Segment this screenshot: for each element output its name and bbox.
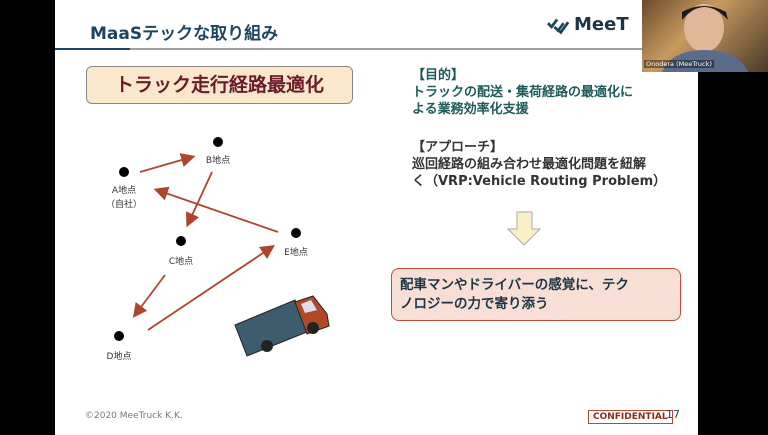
person-silhouette-icon bbox=[662, 4, 748, 72]
point-a bbox=[119, 167, 129, 177]
slide: MaaSテックな取り組み MeeT トラック走行経路最適化 A地点 （自社） B… bbox=[55, 0, 698, 435]
goal-label: 【目的】 bbox=[412, 68, 465, 83]
approach-section: 【アプローチ】 巡回経路の組み合わせ最適化問題を紐解 く（VRP:Vehicle… bbox=[412, 139, 666, 190]
arrow-a-b bbox=[139, 153, 196, 173]
truck-illustration bbox=[234, 295, 330, 357]
participant-video[interactable]: Onodera (MeeTruck) bbox=[642, 0, 768, 72]
point-b bbox=[213, 137, 223, 147]
point-d bbox=[114, 331, 124, 341]
point-c bbox=[176, 236, 186, 246]
participant-name: Onodera (MeeTruck) bbox=[644, 60, 714, 68]
approach-label: 【アプローチ】 bbox=[412, 140, 504, 155]
goal-line: トラックの配送・集荷経路の最適化に bbox=[412, 85, 634, 100]
route-diagram: A地点 （自社） B地点 C地点 D地点 E地点 bbox=[106, 137, 542, 362]
label-a: A地点 bbox=[112, 184, 136, 196]
callout-line: 配車マンやドライバーの感覚に、テク bbox=[400, 277, 629, 293]
goal-section: 【目的】 トラックの配送・集荷経路の最適化に よる業務効率化支援 bbox=[412, 67, 633, 118]
down-arrow-icon bbox=[506, 211, 542, 246]
approach-line: 巡回経路の組み合わせ最適化問題を紐解 bbox=[412, 157, 647, 172]
logo-check-icon bbox=[547, 18, 570, 35]
label-e: E地点 bbox=[284, 246, 308, 258]
section-heading: トラック走行経路最適化 bbox=[86, 66, 353, 104]
point-e bbox=[291, 228, 301, 238]
slide-title: MaaSテックな取り組み bbox=[90, 24, 279, 44]
logo-text: MeeT bbox=[574, 14, 629, 35]
callout-line: ノロジーの力で寄り添う bbox=[400, 296, 549, 312]
divider-accent bbox=[55, 48, 130, 50]
arrow-d-e bbox=[147, 244, 275, 331]
callout-box: 配車マンやドライバーの感覚に、テク ノロジーの力で寄り添う bbox=[391, 268, 681, 321]
confidential-badge: CONFIDENTIAL bbox=[588, 410, 673, 424]
label-d: D地点 bbox=[107, 350, 132, 362]
label-c: C地点 bbox=[169, 255, 193, 267]
label-b: B地点 bbox=[206, 154, 230, 166]
arrow-c-d bbox=[132, 274, 166, 318]
label-a-sub: （自社） bbox=[106, 198, 142, 210]
approach-line: く（VRP:Vehicle Routing Problem） bbox=[412, 174, 667, 189]
arrow-b-c bbox=[185, 171, 213, 228]
arrow-e-a bbox=[153, 186, 279, 233]
copyright: ©2020 MeeTruck K.K. bbox=[85, 411, 183, 421]
page-number: 17 bbox=[666, 408, 680, 421]
divider bbox=[55, 48, 698, 50]
goal-line: よる業務効率化支援 bbox=[412, 102, 529, 117]
meetruck-logo: MeeT bbox=[547, 14, 629, 35]
